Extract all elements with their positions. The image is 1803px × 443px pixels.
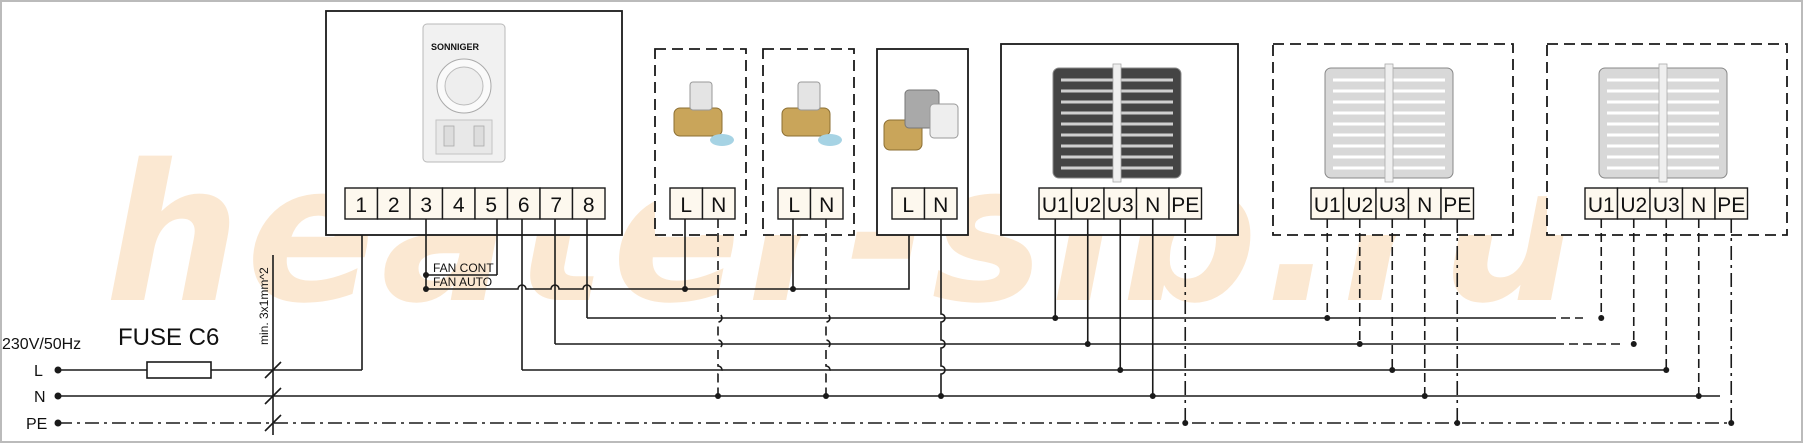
valve-image-2 xyxy=(781,81,842,146)
thermostat-brand: SONNIGER xyxy=(431,42,480,52)
heater-1-divider xyxy=(1112,63,1122,183)
heater-3-terminal-cell-0 xyxy=(1584,187,1619,220)
junction-v3-n xyxy=(938,393,944,399)
heater-3-junction-4 xyxy=(1728,420,1735,426)
heater-1-terminal-label-2: U3 xyxy=(1107,194,1134,217)
heater-3-terminal-label-4: PE xyxy=(1717,194,1745,217)
fuse-symbol xyxy=(146,361,212,379)
cable-tick-pe xyxy=(264,414,282,432)
junction-fan-cont xyxy=(423,272,429,278)
valve-3-terminal-cell-0 xyxy=(891,187,926,220)
heater-1-terminal-label-0: U1 xyxy=(1042,194,1069,217)
heater-3-terminal-label-0: U1 xyxy=(1588,194,1615,217)
heater-1-junction-4 xyxy=(1182,420,1189,426)
thermostat-terminal-label-5: 6 xyxy=(518,194,530,217)
thermostat-terminal-cell-7 xyxy=(571,187,606,220)
supply-voltage: 230V/50Hz xyxy=(2,336,81,353)
valve-3-terminal-cell-1 xyxy=(923,187,958,220)
fan-auto-label: FAN AUTO xyxy=(433,275,492,289)
heater-1-junction-3 xyxy=(1149,393,1156,399)
fan-cont-label: FAN CONT xyxy=(433,261,494,275)
heater-images xyxy=(1052,63,1728,183)
thermostat-terminal-label-1: 2 xyxy=(388,194,400,217)
heater-1-terminal-cell-4 xyxy=(1168,187,1203,220)
heater-3-junction-3 xyxy=(1695,393,1702,399)
thermostat-terminal-cell-3 xyxy=(441,187,476,220)
heater-2-terminal-cell-2 xyxy=(1375,187,1410,220)
valve-1-terminal-label-0: L xyxy=(680,194,692,217)
heater-3-terminal-label-2: U3 xyxy=(1653,194,1680,217)
heater-1-terminal-cell-0 xyxy=(1038,187,1073,220)
heater-2-terminal-label-4: PE xyxy=(1443,194,1471,217)
valve-3-terminal-label-1: N xyxy=(933,194,948,217)
heater-2-junction-0 xyxy=(1324,315,1331,321)
heater-wires xyxy=(1052,219,1735,426)
fuse-label: FUSE C6 xyxy=(118,324,219,351)
thermostat-terminal-label-4: 5 xyxy=(485,194,497,217)
heater-1-terminal-label-4: PE xyxy=(1171,194,1199,217)
thermostat-terminal-label-2: 3 xyxy=(420,194,432,217)
heater-3-terminal-label-3: N xyxy=(1691,194,1706,217)
heater-2-terminal-label-1: U2 xyxy=(1346,194,1373,217)
line-label-l: L xyxy=(34,363,43,380)
heater-3-junction-2 xyxy=(1663,367,1670,373)
thermostat-terminal-cell-4 xyxy=(474,187,509,220)
thermostat-terminal-label-0: 1 xyxy=(355,194,367,217)
junction-v2-n xyxy=(823,393,829,399)
heater-3-terminal-cell-3 xyxy=(1681,187,1716,220)
heater-1-junction-2 xyxy=(1117,367,1124,373)
valve-3-terminal-label-0: L xyxy=(902,194,914,217)
heater-1-terminal-label-1: U2 xyxy=(1074,194,1101,217)
cable-tick-n xyxy=(264,387,282,405)
thermostat-terminal-cell-6 xyxy=(539,187,574,220)
heater-3-image xyxy=(1598,63,1728,183)
junction-v1-n xyxy=(715,393,721,399)
heater-2-terminal-label-0: U1 xyxy=(1314,194,1341,217)
thermostat-terminal-cell-1 xyxy=(376,187,411,220)
heater-1-junction-1 xyxy=(1084,341,1091,347)
heater-3-junction-1 xyxy=(1630,341,1637,347)
heater-2-junction-4 xyxy=(1454,420,1461,426)
supply-line-labels: L N PE xyxy=(26,363,47,433)
heater-3-divider xyxy=(1658,63,1668,183)
thermostat-image: SONNIGER xyxy=(422,23,506,163)
junction-v1-l xyxy=(682,286,688,292)
heater-2-junction-3 xyxy=(1421,393,1428,399)
valve-1-terminal-cell-0 xyxy=(669,187,704,220)
heater-1-junction-0 xyxy=(1052,315,1059,321)
valve-1-terminal-label-1: N xyxy=(711,194,726,217)
cable-tick-l xyxy=(264,361,282,379)
valve-image-3 xyxy=(883,89,959,151)
line-label-n: N xyxy=(34,389,46,406)
heater-3-terminal-cell-4 xyxy=(1714,187,1749,220)
valve-2-terminal-label-0: L xyxy=(788,194,800,217)
heater-1-terminal-cell-3 xyxy=(1135,187,1170,220)
heater-2-terminal-cell-4 xyxy=(1440,187,1475,220)
junction-v2-l xyxy=(790,286,796,292)
heater-3-terminal-label-1: U2 xyxy=(1620,194,1647,217)
heater-1-terminal-label-3: N xyxy=(1145,194,1160,217)
line-label-pe: PE xyxy=(26,416,47,433)
heater-2-divider xyxy=(1384,63,1394,183)
thermostat-terminal-cell-0 xyxy=(344,187,379,220)
valve-2-terminal-label-1: N xyxy=(819,194,834,217)
heater-1-image xyxy=(1052,63,1182,183)
heater-3-junction-0 xyxy=(1598,315,1605,321)
heater-2-junction-1 xyxy=(1356,341,1363,347)
cable-label: min. 3x1mm^2 xyxy=(257,267,271,345)
thermostat-terminal-label-3: 4 xyxy=(453,194,465,217)
thermostat-terminal-label-6: 7 xyxy=(550,194,562,217)
heater-2-image xyxy=(1324,63,1454,183)
heater-2-junction-2 xyxy=(1389,367,1396,373)
heater-2-terminal-label-2: U3 xyxy=(1379,194,1406,217)
heater-2-terminal-label-3: N xyxy=(1417,194,1432,217)
valve-image-1 xyxy=(673,81,734,146)
thermostat-terminal-label-7: 8 xyxy=(583,194,595,217)
